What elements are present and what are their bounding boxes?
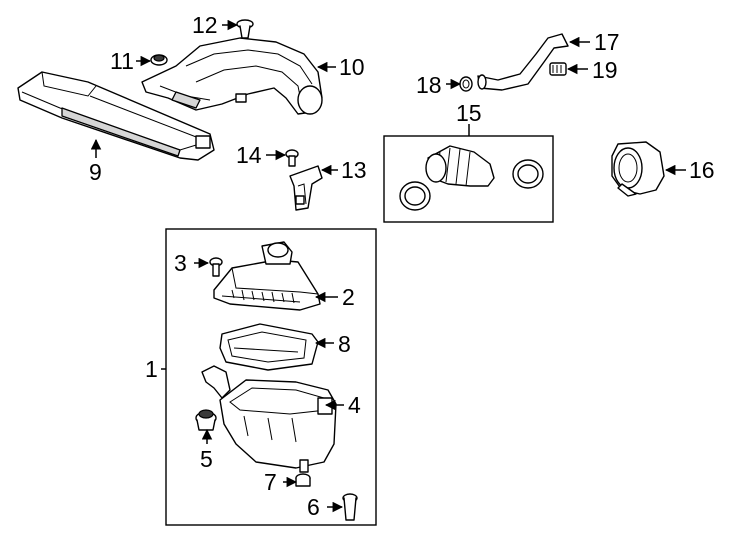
part-3-screw	[209, 257, 223, 277]
part-10-intake-duct	[141, 37, 323, 115]
callout-15: 15	[456, 100, 482, 126]
part-17-hose	[477, 33, 569, 91]
callout-1: 1	[145, 356, 158, 382]
part-8-filter	[219, 323, 319, 371]
callout-19: 19	[592, 57, 618, 83]
callout-10: 10	[339, 54, 365, 80]
part-4-housing	[201, 365, 337, 473]
callout-3: 3	[174, 250, 187, 276]
callout-9: 9	[89, 159, 102, 185]
callout-6: 6	[307, 494, 320, 520]
part-18-clamp	[459, 76, 473, 92]
callout-16: 16	[689, 157, 715, 183]
part-2-cover	[213, 241, 321, 311]
part-15-hose-kit	[399, 145, 544, 211]
callout-8: 8	[338, 331, 351, 357]
callout-18: 18	[416, 72, 442, 98]
assembly-box-1	[165, 228, 377, 526]
callout-12: 12	[192, 12, 218, 38]
part-7-cap	[295, 473, 311, 487]
callout-13: 13	[341, 157, 367, 183]
leader-lines	[90, 19, 686, 513]
part-9-duct	[17, 71, 215, 161]
callout-7: 7	[264, 469, 277, 495]
part-13-bracket	[289, 165, 323, 211]
part-5-grommet	[195, 409, 217, 431]
callout-11: 11	[110, 48, 134, 74]
callout-17: 17	[594, 29, 620, 55]
part-19-connector	[549, 62, 567, 76]
part-16-housing	[611, 141, 665, 197]
part-11-grommet	[150, 54, 168, 66]
part-12-clip	[236, 19, 254, 39]
callout-14: 14	[236, 142, 262, 168]
callout-5: 5	[200, 446, 213, 472]
callout-2: 2	[342, 284, 355, 310]
part-6-valve	[342, 493, 358, 521]
part-14-bolt	[285, 149, 299, 167]
callout-4: 4	[348, 392, 361, 418]
callout-labels: 1 2 3 4 5 6 7 8 9 10 11 12 13 14 15 16 1…	[89, 12, 715, 520]
